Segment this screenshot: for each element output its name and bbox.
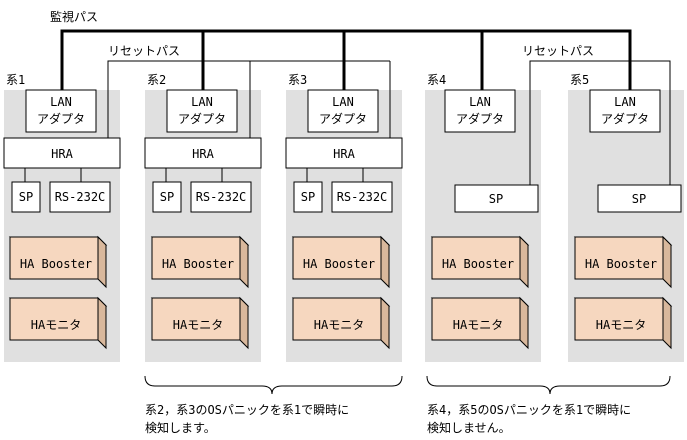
brace-left xyxy=(144,375,403,395)
svg-text:HRA: HRA xyxy=(51,147,73,161)
ha-monitor-box-4: HAモニタ xyxy=(430,296,530,350)
rs232c-box-2: RS-232C xyxy=(190,181,252,213)
system-label-2: 系2 xyxy=(147,73,166,87)
note-left-line1: 系2，系3のOSパニックを系1で瞬時に xyxy=(145,403,349,417)
ha-booster-box-5: HA Booster xyxy=(573,235,673,289)
svg-text:LAN: LAN xyxy=(469,95,491,109)
svg-text:SP: SP xyxy=(489,192,503,206)
svg-text:アダプタ: アダプタ xyxy=(319,111,367,126)
svg-text:HA Booster: HA Booster xyxy=(585,257,657,271)
sp-box-3: SP xyxy=(293,181,323,213)
svg-text:HAモニタ: HAモニタ xyxy=(596,318,646,332)
svg-text:LAN: LAN xyxy=(614,95,636,109)
hra-box-3: HRA xyxy=(285,137,403,169)
system-label-4: 系4 xyxy=(427,73,446,87)
reset-path-lines xyxy=(107,60,671,185)
svg-text:HA Booster: HA Booster xyxy=(20,257,92,271)
note-left-line2: 検知します。 xyxy=(145,421,216,435)
system-label-1: 系1 xyxy=(6,73,25,87)
svg-text:アダプタ: アダプタ xyxy=(456,111,504,126)
ha-booster-box-2: HA Booster xyxy=(150,235,250,289)
ha-monitor-box-1: HAモニタ xyxy=(8,296,108,350)
rs232c-box-3: RS-232C xyxy=(331,181,393,213)
lan-adapter-2: LAN アダプタ xyxy=(166,89,238,133)
note-right-line1: 系4，系5のOSパニックを系1で瞬時に xyxy=(427,403,631,417)
svg-text:LAN: LAN xyxy=(332,95,354,109)
brace-right xyxy=(426,375,671,395)
svg-text:HA Booster: HA Booster xyxy=(442,257,514,271)
ha-booster-box-3: HA Booster xyxy=(291,235,391,289)
reset-path-label-right: リセットパス xyxy=(522,44,594,58)
ha-monitor-box-5: HAモニタ xyxy=(573,296,673,350)
sp-box-1: SP xyxy=(11,181,41,213)
svg-text:アダプタ: アダプタ xyxy=(178,111,226,126)
hra-box-1: HRA xyxy=(3,137,121,169)
svg-text:LAN: LAN xyxy=(191,95,213,109)
monitor-path-label: 監視パス xyxy=(50,9,98,24)
svg-text:SP: SP xyxy=(19,190,33,204)
svg-text:HA Booster: HA Booster xyxy=(162,257,234,271)
sp-box-4: SP xyxy=(454,184,539,213)
ha-monitor-box-3: HAモニタ xyxy=(291,296,391,350)
svg-text:HAモニタ: HAモニタ xyxy=(453,318,503,332)
svg-text:HRA: HRA xyxy=(192,147,214,161)
hra-connectors xyxy=(24,168,364,182)
svg-text:HA Booster: HA Booster xyxy=(303,257,375,271)
svg-text:HAモニタ: HAモニタ xyxy=(314,318,364,332)
svg-text:アダプタ: アダプタ xyxy=(37,111,85,126)
ha-monitor-box-2: HAモニタ xyxy=(150,296,250,350)
svg-text:RS-232C: RS-232C xyxy=(196,190,247,204)
ha-booster-box-1: HA Booster xyxy=(8,235,108,289)
sp-box-5: SP xyxy=(597,184,682,213)
lan-adapter-5: LAN アダプタ xyxy=(589,89,661,133)
reset-path-label-left: リセットパス xyxy=(108,44,180,58)
hra-box-2: HRA xyxy=(144,137,262,169)
svg-text:HRA: HRA xyxy=(333,147,355,161)
lan-adapter-4: LAN アダプタ xyxy=(444,89,516,133)
svg-text:SP: SP xyxy=(632,192,646,206)
svg-text:HAモニタ: HAモニタ xyxy=(173,318,223,332)
rs232c-box-1: RS-232C xyxy=(49,181,111,213)
system-label-3: 系3 xyxy=(288,73,307,87)
note-right-line2: 検知しません。 xyxy=(427,421,511,435)
lan-adapter-3: LAN アダプタ xyxy=(307,89,379,133)
svg-text:アダプタ: アダプタ xyxy=(601,111,649,126)
svg-text:RS-232C: RS-232C xyxy=(55,190,106,204)
ha-booster-box-4: HA Booster xyxy=(430,235,530,289)
svg-text:RS-232C: RS-232C xyxy=(337,190,388,204)
svg-text:LAN: LAN xyxy=(50,95,72,109)
sp-box-2: SP xyxy=(152,181,182,213)
svg-text:SP: SP xyxy=(301,190,315,204)
system-label-5: 系5 xyxy=(570,73,589,87)
svg-text:SP: SP xyxy=(160,190,174,204)
lan-adapter-1: LAN アダプタ xyxy=(25,89,97,133)
svg-text:HAモニタ: HAモニタ xyxy=(31,318,81,332)
